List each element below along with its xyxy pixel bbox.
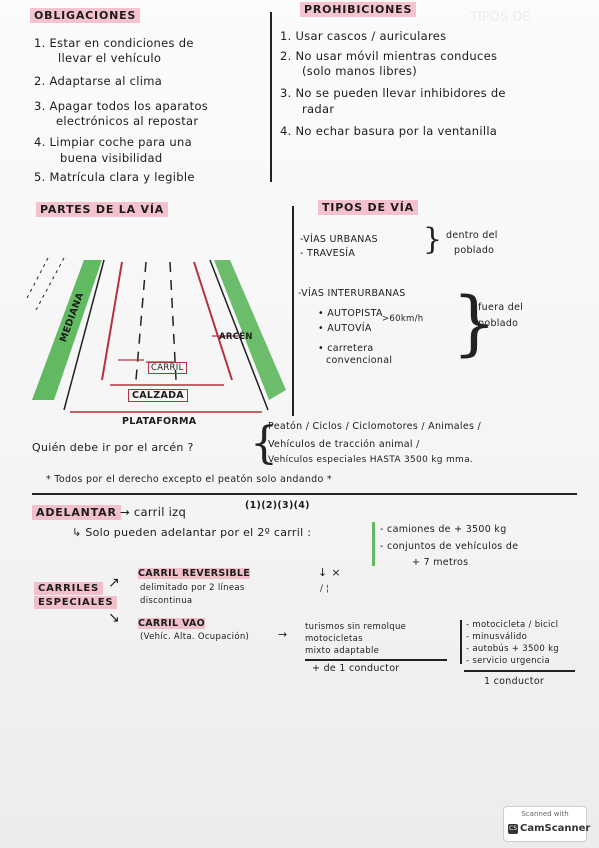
lane-line [135,261,147,381]
ghost-text: TIPOS DE [470,10,531,25]
right-item: - motocicleta / bicicl [466,620,559,630]
camscanner-logo-icon: CS [508,824,518,834]
left-dash [35,257,65,311]
green-highlight [372,522,375,566]
calzada-edge [101,261,123,381]
prohibiciones-item: (solo manos libres) [302,64,418,78]
camscanner-brand: CamScanner [520,823,591,834]
carretera: • carretera [318,343,374,354]
convencional: convencional [326,355,393,366]
vao-item: turismos sin remolque [305,622,407,632]
fuera-label: fuera del [478,302,524,313]
vao-underline [305,659,447,661]
vao-item: mixto adaptable [305,646,380,656]
brace: } [423,222,443,257]
prohibiciones-item: radar [302,102,335,116]
vao-divider [460,620,462,664]
arcen-answer: Vehículos especiales HASTA 3500 kg mma. [268,455,474,465]
obligaciones-item: electrónicos al repostar [56,114,199,128]
vao-total: + de 1 conductor [312,663,400,674]
calzada-label: CALZADA [128,389,188,402]
speed-label: >60km/h [382,314,424,324]
arcen-label: ARCÉN [219,332,253,342]
right-total: 1 conductor [484,676,545,687]
brace: { [250,418,278,469]
road-diagram [25,257,286,413]
vao-desc: (Vehíc. Alta. Ocupación) [140,632,250,642]
arcen-answer: Peatón / Ciclos / Ciclomotores / Animale… [268,421,482,432]
adelantar-arrow-text: → carril izq [120,505,187,519]
obligaciones-item: llevar el vehículo [58,51,162,65]
obligaciones-item: 5. Matrícula clara y legible [34,170,195,184]
prohibiciones-title: PROHIBICIONES [300,2,417,17]
right-item: - minusválido [466,632,528,642]
obligaciones-item: 3. Apagar todos los aparatos [34,99,209,113]
vao-item: motocicletas [305,634,363,644]
vao-title: CARRIL VAO [138,618,205,629]
arcen-question: Quién debe ir por el arcén ? [32,441,194,454]
obligaciones-item: 4. Limpiar coche para una [34,135,192,149]
obligaciones-title: OBLIGACIONES [30,8,141,23]
prohibiciones-item: 4. No echar basura por la ventanilla [280,124,498,138]
autopista: • AUTOPISTA [318,308,383,319]
partes-divider [292,206,294,416]
column-divider [270,12,272,182]
arcen-strip [214,260,286,400]
vias-interurbanas: -VÍAS INTERURBANAS [298,288,406,299]
fuera-label: poblado [478,318,519,329]
arcen-note: * Todos por el derecho excepto el peatón… [46,474,332,485]
travesia: - TRAVESÍA [300,248,356,259]
dentro-label: dentro del [446,230,498,241]
brace: } [452,282,497,364]
lane-line [169,261,177,381]
vao-arrow: → [278,628,288,641]
dashed-lines: / ¦ [320,584,330,594]
arrow-down: ↘ [108,610,121,626]
signs: (1)(2)(3)(4) [245,500,310,511]
adelantar-item: + 7 metros [412,557,469,568]
adelantar-rule: ↳ Solo pueden adelantar por el 2º carril… [72,526,312,539]
scanned-with-text: Scanned with [521,810,569,818]
mediana-strip [32,260,102,400]
carriles-title: ESPECIALES [34,596,118,609]
vias-urbanas: -VÍAS URBANAS [300,234,378,245]
adelantar-title: ADELANTAR [32,505,121,520]
left-dash [25,257,49,301]
reversible-desc: discontinua [140,596,193,606]
road-edge [209,259,269,411]
right-item: - servicio urgencia [466,656,550,666]
obligaciones-item: 2. Adaptarse al clima [34,74,163,88]
section-divider [32,493,577,495]
adelantar-item: - conjuntos de vehículos de [380,541,519,552]
obligaciones-item: 1. Estar en condiciones de [34,36,194,50]
arcen-answer: Vehículos de tracción animal / [268,439,420,450]
right-item: - autobús + 3500 kg [466,644,559,654]
adelantar-item: - camiones de + 3500 kg [380,524,507,535]
road-edge [63,259,105,411]
partes-title: PARTES DE LA VÍA [36,202,169,217]
prohibiciones-item: 2. No usar móvil mientras conduces [280,49,498,63]
calzada-edge [193,261,233,381]
plataforma-label: PLATAFORMA [122,416,197,427]
prohibiciones-item: 1. Usar cascos / auriculares [280,29,447,43]
right-underline [464,670,575,672]
prohibiciones-item: 3. No se pueden llevar inhibidores de [280,86,506,100]
dentro-label: poblado [454,245,495,256]
carril-label: CARRIL [148,362,187,374]
tipos-title: TIPOS DE VÍA [318,200,418,215]
reversible-title: CARRIL REVERSIBLE [138,568,251,579]
obligaciones-item: buena visibilidad [60,151,163,165]
autovia: • AUTOVÍA [318,323,372,334]
carriles-title: CARRILES [34,582,104,595]
arrow-up: ↗ [108,575,121,591]
reversible-desc: delimitado por 2 líneas [140,583,245,593]
reversible-marks: ↓ × [318,566,341,579]
camscanner-badge: Scanned with CS CamScanner [503,806,591,842]
